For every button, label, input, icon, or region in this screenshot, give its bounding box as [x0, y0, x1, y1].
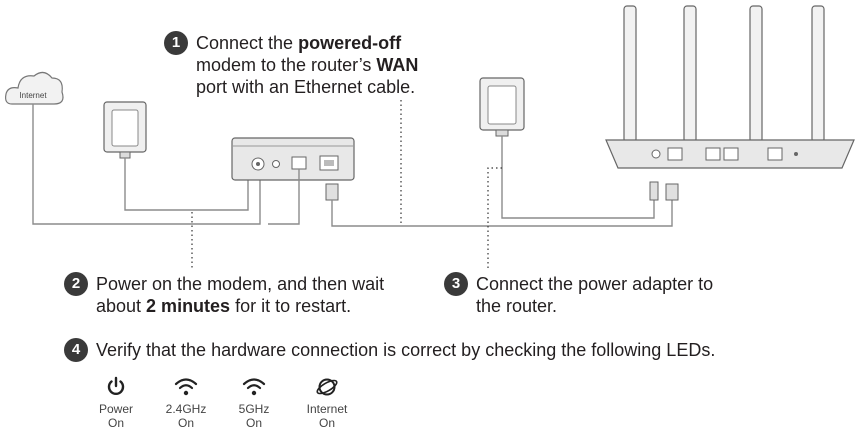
- step-2-line1: Power on the modem, and then wait: [96, 274, 385, 294]
- wifi-icon: [174, 378, 198, 396]
- step-1-text: Connect the powered-off modem to the rou…: [196, 32, 418, 98]
- step-4-badge: 4: [64, 338, 88, 362]
- step-2-text: Power on the modem, and then wait about …: [96, 273, 384, 317]
- modem-phone-cable: [268, 169, 300, 225]
- step-2-line2: about: [96, 296, 147, 316]
- led-5g: 5GHz On: [214, 376, 294, 430]
- modem-power-adapter: [103, 101, 147, 159]
- step-3-line2: the router.: [476, 296, 558, 316]
- step-4: 4 Verify that the hardware connection is…: [64, 338, 716, 362]
- internet-cloud: Internet: [5, 71, 64, 105]
- step-3: 3 Connect the power adapter to the route…: [444, 272, 713, 317]
- step-1-line3: port with an Ethernet cable.: [196, 77, 416, 97]
- ethernet-cable: [325, 183, 679, 227]
- modem: [231, 137, 355, 181]
- internet-label: Internet: [19, 91, 47, 100]
- step-1-badge: 1: [164, 31, 188, 55]
- step-1-line2: modem to the router’s: [196, 55, 377, 75]
- internet-cable: [32, 104, 261, 225]
- step-3-line1: Connect the power adapter to: [476, 274, 714, 294]
- step3-leader: [487, 167, 502, 268]
- step-2-badge: 2: [64, 272, 88, 296]
- led-5g-state: On: [245, 416, 262, 430]
- modem-power-cable: [124, 158, 249, 211]
- step-4-text: Verify that the hardware connection is c…: [96, 340, 716, 360]
- led-2g: 2.4GHz On: [146, 376, 226, 430]
- step-2: 2 Power on the modem, and then wait abou…: [64, 272, 384, 317]
- led-internet-name: Internet: [306, 402, 348, 416]
- led-power-name: Power: [98, 402, 133, 416]
- led-internet-state: On: [318, 416, 335, 430]
- led-5g-name: 5GHz: [238, 402, 270, 416]
- step-1-wan: WAN: [376, 55, 419, 75]
- power-icon: [107, 376, 125, 396]
- wifi-icon: [242, 378, 266, 396]
- step-1-line1: Connect the: [196, 33, 299, 53]
- step-3-text: Connect the power adapter to the router.: [476, 273, 713, 317]
- led-2g-name: 2.4GHz: [165, 402, 207, 416]
- led-power: Power On: [76, 376, 156, 430]
- internet-icon: [316, 378, 338, 396]
- router-power-plug: [649, 181, 659, 201]
- led-internet: Internet On: [287, 376, 367, 430]
- router-power-cable: [501, 136, 655, 219]
- step-1-emphasis: powered-off: [298, 33, 402, 53]
- router: [605, 5, 855, 169]
- step-2-duration: 2 minutes: [146, 296, 231, 316]
- step-3-badge: 3: [444, 272, 468, 296]
- led-power-state: On: [107, 416, 124, 430]
- step-2-line2-end: for it to restart.: [230, 296, 352, 316]
- router-power-adapter: [479, 77, 525, 137]
- step-1: 1 Connect the powered-off modem to the r…: [164, 31, 418, 98]
- led-2g-state: On: [177, 416, 194, 430]
